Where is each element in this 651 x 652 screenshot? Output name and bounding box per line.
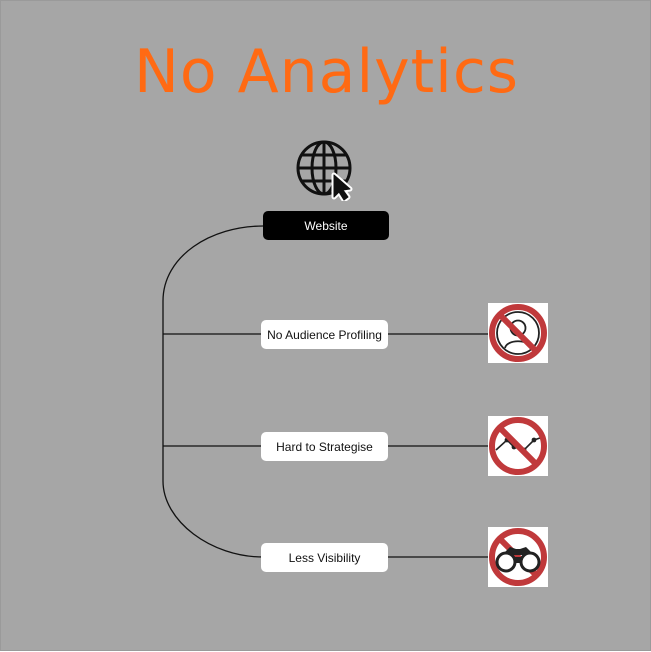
no-person-icon [489,304,547,362]
branch-node-label: Hard to Strategise [276,439,373,454]
no-line-chart-icon [489,417,547,475]
root-node-website: Website [263,211,389,240]
no-person-icon-box [488,303,548,363]
no-binoculars-icon-box [488,527,548,587]
branch-node-label: No Audience Profiling [267,327,382,342]
branch-node-strategise: Hard to Strategise [261,432,388,461]
branch-node-audience-profiling: No Audience Profiling [261,320,388,349]
globe-cursor-icon [296,140,353,201]
root-node-label: Website [304,218,348,233]
no-line-chart-icon-box [488,416,548,476]
no-binoculars-icon [489,528,547,586]
branch-node-label: Less Visibility [288,550,361,565]
trunk-curve [162,225,264,558]
page-title: No Analytics [133,37,520,107]
branch-node-visibility: Less Visibility [261,543,388,572]
